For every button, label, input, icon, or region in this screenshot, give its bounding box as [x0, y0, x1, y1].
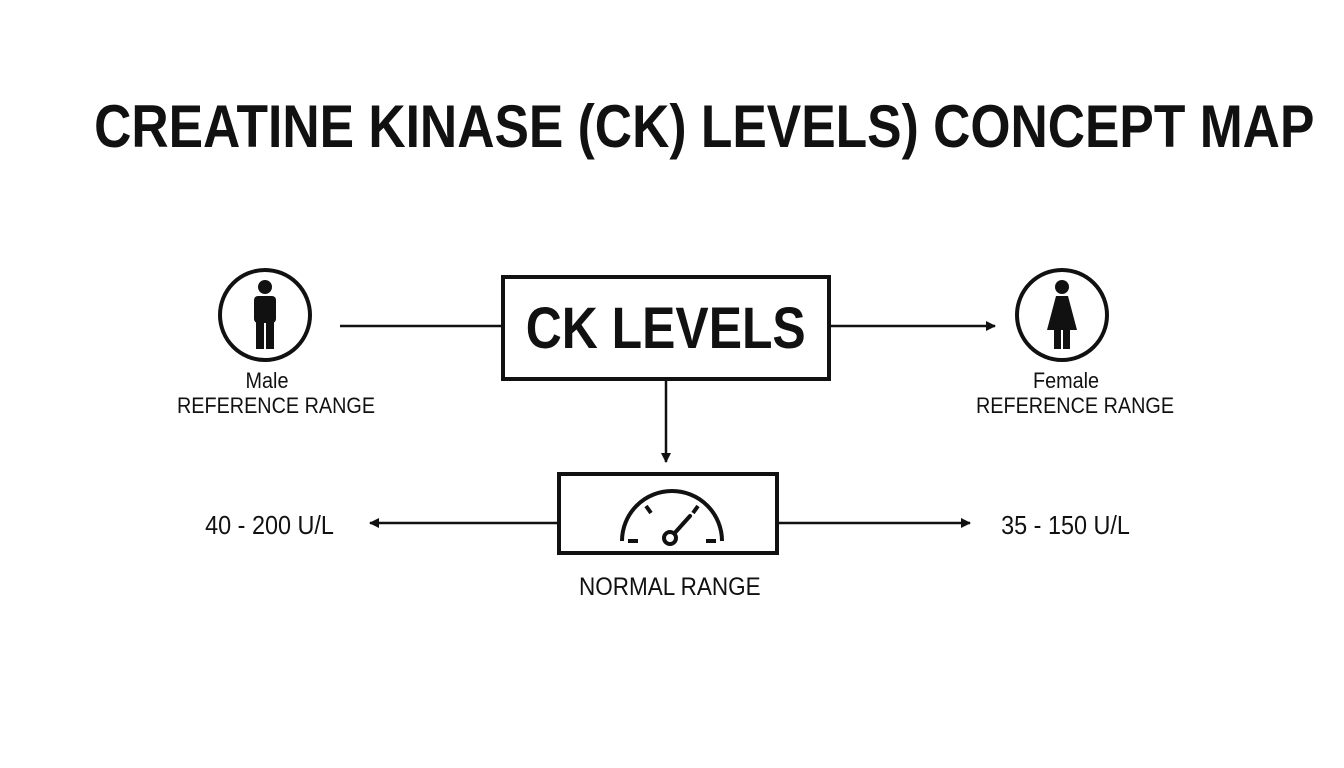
page-title: CREATINE KINASE (CK) LEVELS) CONCEPT MAP	[94, 93, 1315, 160]
female-caption: Female REFERENCE RANGE	[976, 368, 1175, 418]
female-label: Female	[1032, 368, 1100, 393]
normal-range-node	[557, 472, 779, 555]
male-person-icon	[218, 268, 312, 362]
gauge-icon	[620, 489, 724, 546]
female-reference-range-label: REFERENCE RANGE	[976, 393, 1175, 418]
ck-levels-label: CK LEVELS	[526, 295, 806, 361]
male-label: Male	[245, 368, 289, 393]
female-range-value: 35 - 150 U/L	[1001, 510, 1130, 540]
male-reference-range-label: REFERENCE RANGE	[177, 393, 376, 418]
normal-range-label: NORMAL RANGE	[579, 573, 761, 601]
female-person-icon	[1015, 268, 1109, 362]
male-caption: Male REFERENCE RANGE	[177, 368, 376, 418]
ck-levels-node: CK LEVELS	[501, 275, 831, 381]
male-range-value: 40 - 200 U/L	[205, 510, 334, 540]
